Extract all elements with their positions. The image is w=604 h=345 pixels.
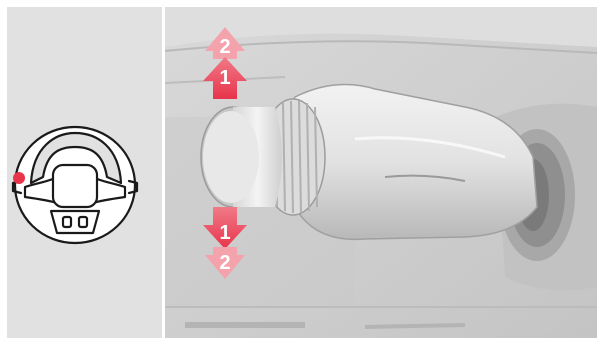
callout-down-1: 1 (219, 222, 230, 244)
stalk-illustration: 2 1 1 2 (165, 7, 597, 338)
position-marker (13, 172, 25, 184)
callout-down-2: 2 (219, 252, 230, 274)
stalk-drawing: 2 1 1 2 (165, 7, 597, 338)
callout-up-2: 2 (219, 36, 230, 58)
callout-up-1: 1 (219, 67, 230, 89)
overview-drawing (7, 7, 162, 338)
steering-wheel-icon (13, 127, 137, 243)
overview-panel (7, 7, 162, 338)
